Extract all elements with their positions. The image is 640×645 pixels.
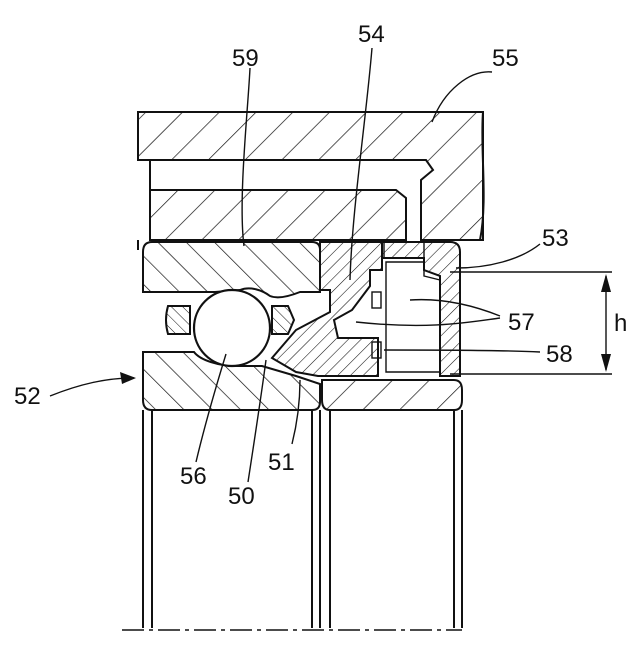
chamber-57 xyxy=(386,262,440,372)
label-50: 50 xyxy=(228,483,255,510)
label-57: 57 xyxy=(508,309,535,336)
dimension-h: h xyxy=(450,272,627,374)
label-56: 56 xyxy=(180,463,207,490)
label-52: 52 xyxy=(14,383,41,410)
label-54: 54 xyxy=(358,21,385,48)
inner-ring-right xyxy=(322,380,462,410)
housing-55 xyxy=(138,112,484,240)
label-53: 53 xyxy=(542,225,569,252)
bore-lines xyxy=(122,240,462,630)
ball-56 xyxy=(194,290,270,366)
label-51: 51 xyxy=(268,449,295,476)
label-58: 58 xyxy=(546,341,573,368)
label-59: 59 xyxy=(232,45,259,72)
label-h: h xyxy=(614,310,627,337)
label-55: 55 xyxy=(492,45,519,72)
